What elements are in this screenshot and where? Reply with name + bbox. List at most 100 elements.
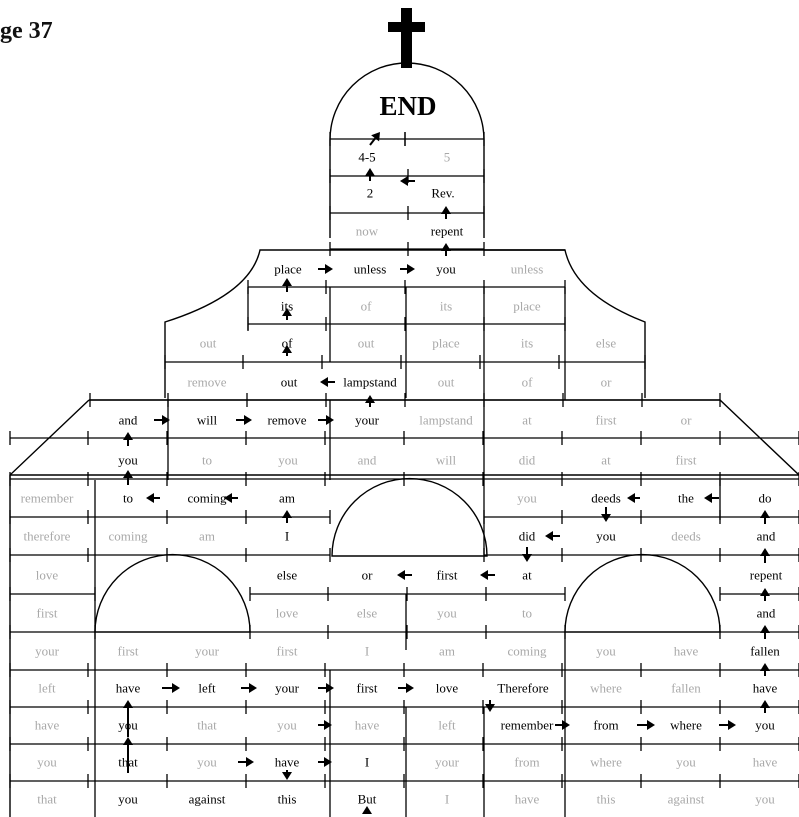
- maze-word: its: [281, 299, 293, 314]
- maze-word: remove: [268, 413, 307, 428]
- maze-word: out: [438, 375, 455, 390]
- maze-word: this: [597, 792, 616, 807]
- arrow-head: [244, 415, 252, 425]
- arrow-head: [172, 683, 180, 693]
- arrow-head: [246, 757, 254, 767]
- maze-word: and: [358, 453, 377, 468]
- maze-word: or: [681, 413, 693, 428]
- maze-word: fallen: [750, 644, 780, 659]
- arrow-head: [123, 432, 133, 440]
- maze-word: you: [278, 453, 298, 468]
- maze-word: your: [195, 644, 220, 659]
- arrow-head: [562, 720, 570, 730]
- arrow-head: [485, 704, 495, 712]
- maze-word: you: [596, 644, 616, 659]
- maze-word: or: [362, 568, 374, 583]
- arrow-head: [365, 168, 375, 176]
- arrow-head: [601, 514, 611, 522]
- arrow-icon: [760, 510, 770, 524]
- maze-word: do: [759, 491, 772, 506]
- maze-word: am: [199, 529, 215, 544]
- maze-word: unless: [354, 262, 387, 277]
- maze-word: will: [436, 453, 457, 468]
- maze-word: you: [517, 491, 537, 506]
- maze-word: remember: [21, 491, 74, 506]
- maze-word: first: [676, 453, 697, 468]
- arrow-icon: [320, 377, 335, 387]
- arrow-icon: [480, 570, 495, 580]
- arrow-icon: [236, 415, 252, 425]
- arrow-head: [282, 278, 292, 286]
- maze-word: from: [593, 718, 618, 733]
- arrow-icon: [282, 278, 292, 292]
- arrow-icon: [760, 625, 770, 639]
- arrow-icon: [704, 493, 719, 503]
- maze-word: am: [439, 644, 455, 659]
- maze-word: you: [437, 606, 457, 621]
- maze-word: out: [358, 336, 375, 351]
- arrow-icon: [365, 395, 375, 407]
- arrow-icon: [318, 683, 334, 693]
- arrow-head: [320, 377, 328, 387]
- maze-word: you: [755, 718, 775, 733]
- maze-word: else: [277, 568, 297, 583]
- arrow-shaft: [369, 137, 376, 146]
- arrow-icon: [485, 700, 495, 712]
- maze-word: 5: [444, 150, 451, 165]
- maze-word: lampstand: [419, 413, 473, 428]
- arrow-icon: [760, 588, 770, 601]
- arrow-head: [760, 700, 770, 708]
- arrow-icon: [601, 507, 611, 522]
- maze-word: fallen: [671, 681, 701, 696]
- arrow-head: [397, 570, 405, 580]
- end-label: END: [379, 91, 436, 121]
- maze-word: Rev.: [431, 186, 454, 201]
- arrow-head: [441, 206, 451, 214]
- maze-word: your: [435, 755, 460, 770]
- maze-word: place: [513, 299, 541, 314]
- maze-word: you: [118, 792, 138, 807]
- arrow-icon: [760, 663, 770, 676]
- arrow-icon: [627, 493, 640, 503]
- arrow-icon: [123, 700, 133, 737]
- arrow-icon: [398, 683, 414, 693]
- maze-word: and: [119, 413, 138, 428]
- maze-word: But: [358, 792, 377, 807]
- maze-word: have: [35, 718, 60, 733]
- maze-word: where: [590, 681, 622, 696]
- arrow-icon: [545, 531, 560, 541]
- arrow-icon: [400, 176, 415, 186]
- maze-word: 2: [367, 186, 374, 201]
- maze-word: of: [522, 375, 534, 390]
- maze-word: place: [432, 336, 460, 351]
- maze-word: I: [365, 644, 369, 659]
- maze-word: have: [355, 718, 380, 733]
- maze-word: did: [519, 453, 536, 468]
- maze-word: will: [197, 413, 218, 428]
- maze-word: repent: [750, 568, 783, 583]
- arrow-head: [224, 493, 232, 503]
- maze-word: coming: [508, 644, 547, 659]
- arrow-head: [123, 470, 133, 478]
- arrow-head: [282, 308, 292, 316]
- arrow-head: [365, 395, 375, 403]
- cross-icon-bar: [388, 22, 425, 32]
- arrow-head: [123, 700, 133, 708]
- arrow-head: [371, 132, 380, 142]
- arrow-head: [407, 264, 415, 274]
- maze-word: coming: [109, 529, 148, 544]
- arrow-head: [400, 176, 408, 186]
- arrow-icon: [441, 206, 451, 219]
- arrow-icon: [522, 547, 532, 562]
- maze-word: I: [285, 529, 289, 544]
- maze-word: from: [514, 755, 539, 770]
- maze-word: you: [197, 755, 217, 770]
- arrow-head: [282, 510, 292, 518]
- arrow-icon: [400, 264, 415, 274]
- arrow-head: [282, 772, 292, 780]
- maze-word: first: [37, 606, 58, 621]
- maze-word: or: [601, 375, 613, 390]
- maze-word: have: [753, 681, 778, 696]
- arrow-icon: [123, 737, 133, 773]
- arrow-head: [760, 625, 770, 633]
